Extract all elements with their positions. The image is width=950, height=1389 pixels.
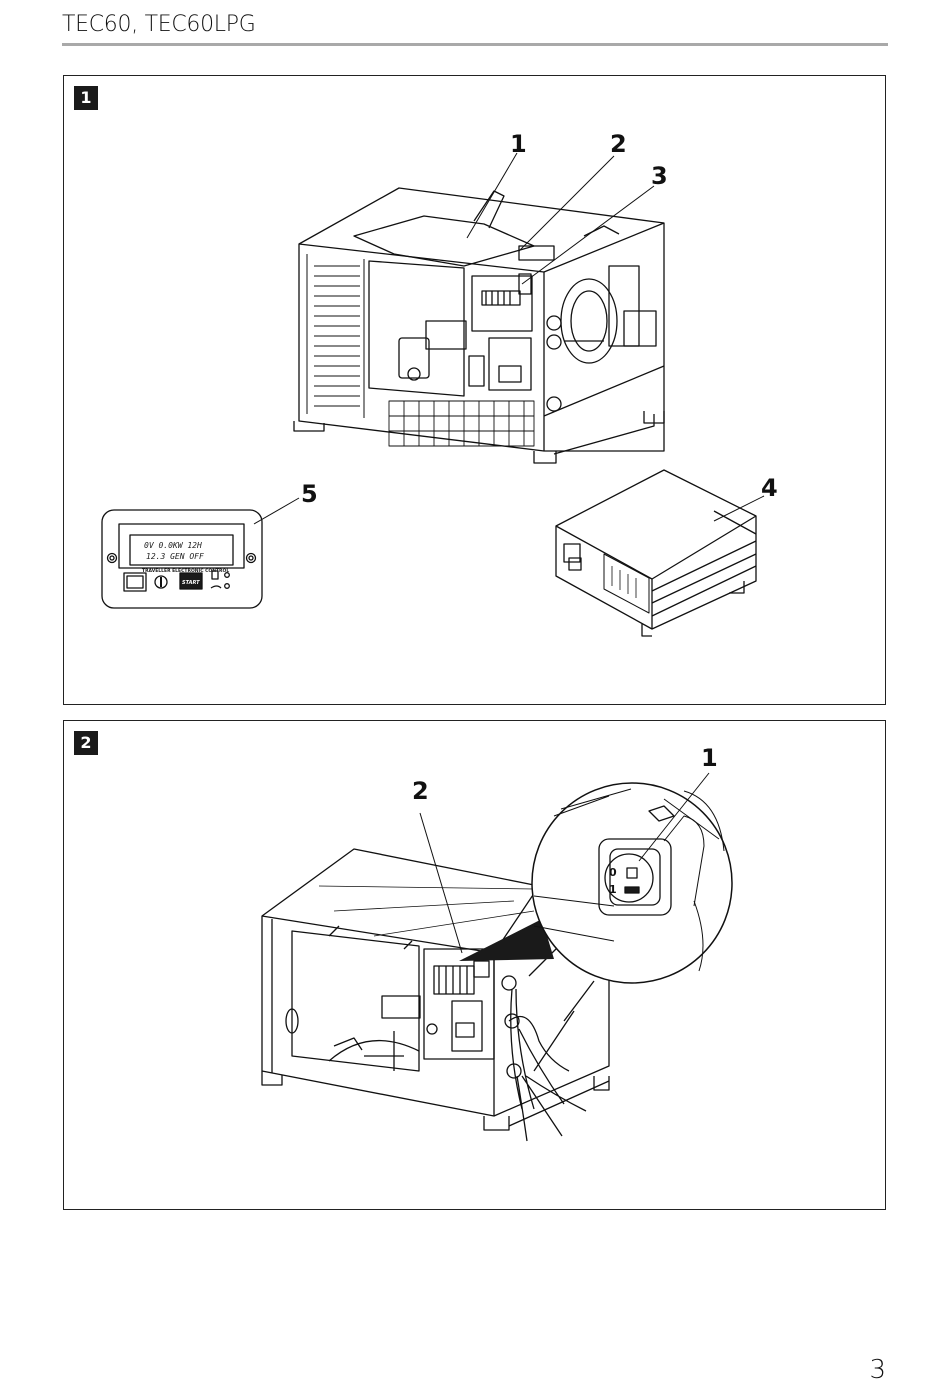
figure-2: 2	[63, 720, 886, 1210]
header-rule	[62, 43, 888, 46]
callout-1: 1	[701, 744, 718, 772]
figure-1-illustration: 0V 0.0KW 12H 12.3 GEN OFF TRAVELLER ELEC…	[101, 130, 778, 637]
switch-label-off: 0	[609, 866, 617, 879]
remote-control-panel	[101, 509, 263, 609]
callout-4: 4	[761, 474, 778, 502]
callout-3: 3	[651, 162, 668, 190]
page-number: 3	[869, 1355, 886, 1385]
callout-5: 5	[301, 480, 318, 508]
callout-2: 2	[412, 777, 429, 805]
figure-2-illustration: 0 1 1 2	[261, 744, 733, 1142]
generator-unit-detail	[261, 848, 610, 1142]
figure-1-badge: 1	[74, 86, 98, 110]
switch-detail-view	[531, 782, 733, 984]
electronic-box	[555, 469, 757, 637]
panel-display-line-2: 12.3 GEN OFF	[146, 552, 204, 561]
panel-caption: TRAVELLER ELECTRONIC CONTROL	[142, 568, 229, 574]
figure-2-badge: 2	[74, 731, 98, 755]
document-title: TEC60, TEC60LPG	[62, 12, 256, 37]
figure-1: 1	[63, 75, 886, 705]
callout-2: 2	[610, 130, 627, 158]
panel-display-line-1: 0V 0.0KW 12H	[144, 541, 202, 550]
callout-1: 1	[510, 130, 527, 158]
panel-start-label: START	[182, 580, 200, 586]
switch-label-on: 1	[609, 883, 617, 896]
generator-unit	[293, 187, 665, 464]
